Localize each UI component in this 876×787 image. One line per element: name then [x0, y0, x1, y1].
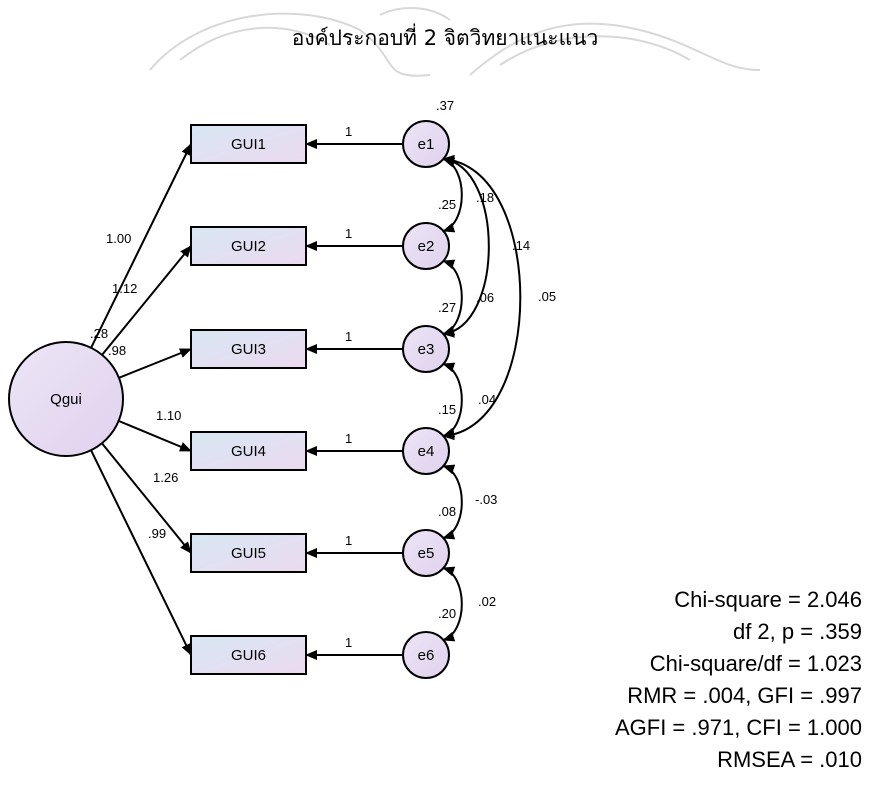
loading-value-gui2: 1.12: [112, 281, 137, 296]
covariance-arc-e2-e3: [442, 259, 463, 336]
watermark-seal: [149, 7, 761, 77]
fit-statistics: Chi-square = 2.046 df 2, p = .359Chi-squa…: [615, 587, 862, 772]
error-e6-label: e6: [418, 647, 435, 664]
covariance-arc-e1-e3: [442, 155, 490, 338]
error-variance-e1: .37: [436, 98, 454, 113]
covariance-value-e1-e3: .14: [512, 238, 530, 253]
error-e1-node: [402, 120, 450, 168]
indicator-gui2-label: GUI2: [231, 238, 266, 255]
error-variance-e6: .20: [438, 606, 456, 621]
error-path-label-e3: 1: [345, 329, 352, 344]
error-e3-node: [402, 325, 450, 373]
fit-line-6: RMSEA = .010: [717, 747, 862, 772]
fit-line-3: Chi-square/df = 1.023: [650, 651, 862, 676]
fit-line-1: Chi-square = 2.046: [674, 587, 862, 612]
error-path-label-e5: 1: [345, 533, 352, 548]
error-e5-label: e5: [418, 545, 435, 562]
loading-path-gui2: [101, 245, 192, 356]
covariance-value-e1-e4: .05: [538, 289, 556, 304]
loading-path-gui3: [118, 348, 192, 379]
error-path-label-e6: 1: [345, 635, 352, 650]
error-variance-e3: .27: [438, 300, 456, 315]
indicator-gui1-box: [190, 124, 307, 164]
loading-value-gui5: 1.26: [153, 470, 178, 485]
error-path-label-e2: 1: [345, 226, 352, 241]
covariance-arc-e1-e4: [442, 154, 522, 441]
latent-variance-label: .28: [90, 326, 108, 341]
loading-path-gui6: [90, 449, 192, 656]
covariance-value-e5-e6: .02: [478, 594, 496, 609]
edges-layer: [90, 139, 522, 660]
loading-value-gui4: 1.10: [156, 408, 181, 423]
indicator-gui3-label: GUI3: [231, 341, 266, 358]
covariance-value-e4-e5: -.03: [475, 492, 497, 507]
indicator-gui1-label: GUI1: [231, 136, 266, 153]
latent-qgui-label: Qgui: [50, 391, 82, 408]
indicator-gui6-box: [190, 635, 307, 675]
error-path-label-e4: 1: [345, 431, 352, 446]
loading-path-gui4: [118, 419, 192, 452]
covariance-value-e1-e2: .18: [476, 190, 494, 205]
error-e2-label: e2: [418, 238, 435, 255]
loading-value-gui6: .99: [148, 526, 166, 541]
loading-path-gui1: [90, 143, 192, 349]
error-variance-e2: .25: [438, 197, 456, 212]
fit-line-4: RMR = .004, GFI = .997: [627, 683, 862, 708]
error-e5-node: [402, 529, 450, 577]
error-e4-node: [402, 427, 450, 475]
error-path-label-e1: 1: [345, 124, 352, 139]
covariance-arc-e4-e5: [442, 464, 463, 540]
loading-value-gui1: 1.00: [106, 231, 131, 246]
indicator-gui6-label: GUI6: [231, 647, 266, 664]
loading-path-gui5: [101, 442, 192, 554]
indicator-gui2-box: [190, 226, 307, 266]
indicator-gui4-box: [190, 431, 307, 471]
error-e4-label: e4: [418, 443, 435, 460]
fit-line-5: AGFI = .971, CFI = 1.000: [615, 715, 862, 740]
error-e6-node: [402, 631, 450, 679]
fit-line-2: df 2, p = .359: [733, 619, 862, 644]
indicator-gui5-box: [190, 533, 307, 573]
indicator-gui4-label: GUI4: [231, 443, 266, 460]
loading-value-gui3: .98: [108, 343, 126, 358]
covariance-arc-e5-e6: [442, 566, 463, 642]
covariance-arc-e3-e4: [442, 362, 463, 438]
indicator-gui5-label: GUI5: [231, 545, 266, 562]
latent-qgui-node: [8, 341, 124, 457]
diagram-title: องค์ประกอบที่ 2 จิตวิทยาแนะแนว: [292, 23, 599, 50]
labels-layer: .28 1.00 1.12 .98 1.10 1.26 .99 1 .37 1 .25 1 .27 1 .1…: [90, 98, 556, 650]
covariance-value-e2-e3: .06: [476, 290, 494, 305]
indicator-gui3-box: [190, 329, 307, 369]
error-e3-label: e3: [418, 341, 435, 358]
error-variance-e4: .15: [438, 402, 456, 417]
covariance-arc-e1-e2: [442, 157, 463, 233]
error-e2-node: [402, 222, 450, 270]
error-variance-e5: .08: [438, 504, 456, 519]
error-e1-label: e1: [418, 136, 435, 153]
covariance-value-e3-e4: .04: [478, 392, 496, 407]
